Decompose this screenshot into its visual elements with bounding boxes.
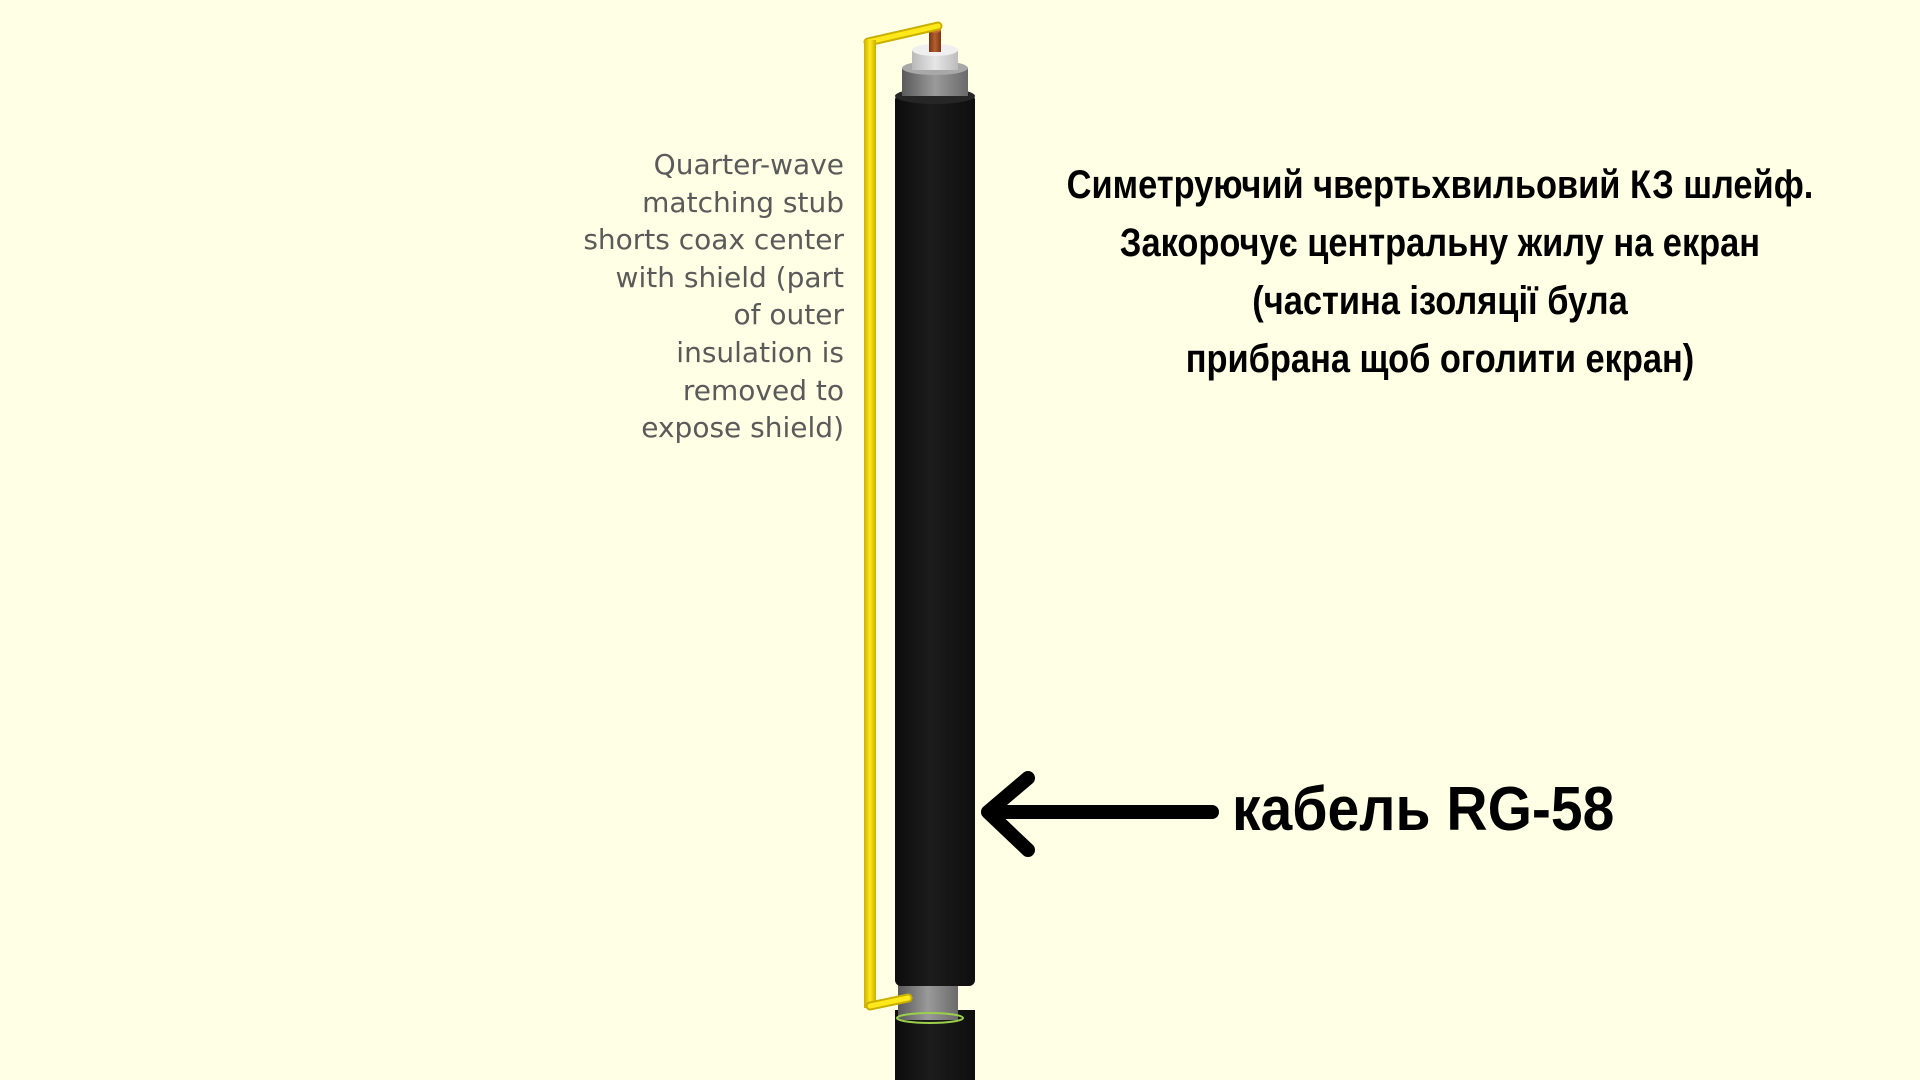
arrow-left-icon — [981, 771, 1219, 857]
english-note-line: shorts coax center — [583, 223, 844, 257]
english-note-line: matching stub — [642, 185, 844, 219]
ukrainian-title-line: Закорочує центральну жилу на екран — [1119, 221, 1761, 265]
exposed-shield-rim — [896, 1012, 964, 1024]
ukrainian-title-line: Симетруючий чвертьхвильовий КЗ шлейф. — [1066, 163, 1814, 207]
english-note-line: with shield (part — [615, 260, 844, 294]
english-note-line: Quarter-wave — [653, 148, 844, 181]
english-note-line: expose shield) — [641, 411, 844, 445]
center-conductor — [929, 30, 941, 52]
cable-jacket-lower — [895, 1010, 975, 1080]
english-stub-note: Quarter-wave matching stub shorts coax c… — [520, 146, 844, 447]
stub-wire — [863, 21, 943, 1011]
ukrainian-title: Симетруючий чвертьхвильовий КЗ шлейф. За… — [1027, 156, 1853, 388]
english-note-line: insulation is — [676, 335, 844, 369]
ukrainian-title-line: (частина ізоляції була — [1252, 279, 1628, 323]
cable-jacket — [895, 94, 975, 986]
english-note-line: removed to — [682, 373, 844, 407]
cable-label: кабель RG-58 — [1232, 775, 1615, 844]
ukrainian-title-line: прибрана щоб оголити екран) — [1185, 337, 1695, 381]
english-note-line: of outer — [733, 298, 844, 332]
